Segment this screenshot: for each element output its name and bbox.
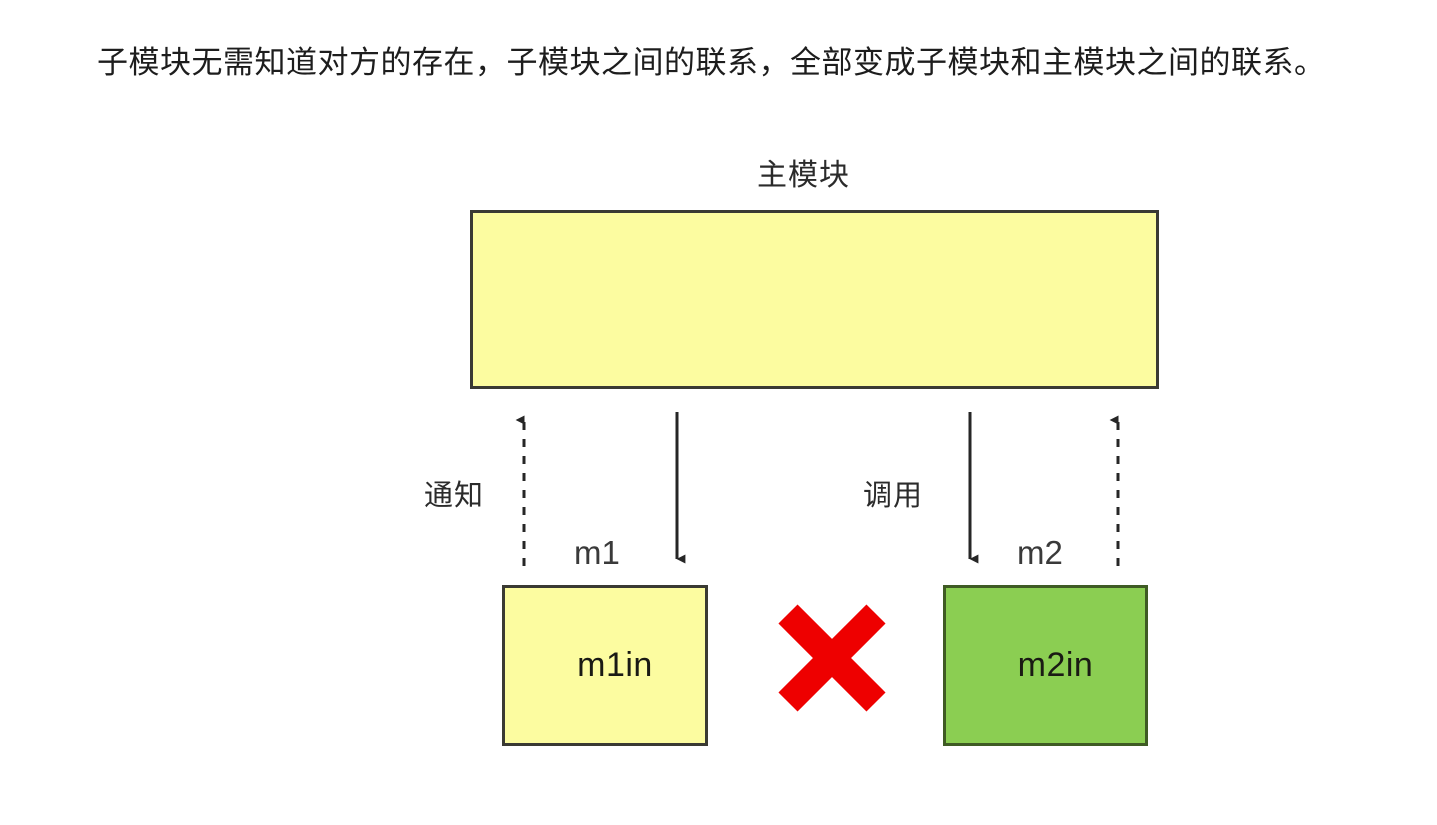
relation-label-invoke: 调用 [863,480,924,512]
sub-module-box-m1in[interactable]: m1in [502,585,708,746]
red-cross-icon [778,604,886,712]
main-module-box[interactable] [470,210,1159,389]
sub-module-box-label-m1in: m1in [577,646,653,684]
sub-module-box-label-m2in: m2in [1017,646,1094,684]
relation-label-notify: 通知 [424,480,485,512]
sub-module-box-m2in[interactable]: m2in [943,585,1148,746]
sub-module-name-m2: m2 [1017,534,1063,571]
sub-module-name-m1: m1 [574,534,620,571]
main-module-title: 主模块 [757,159,850,192]
page-caption: 子模块无需知道对方的存在，子模块之间的联系，全部变成子模块和主模块之间的联系。 [97,45,1326,80]
